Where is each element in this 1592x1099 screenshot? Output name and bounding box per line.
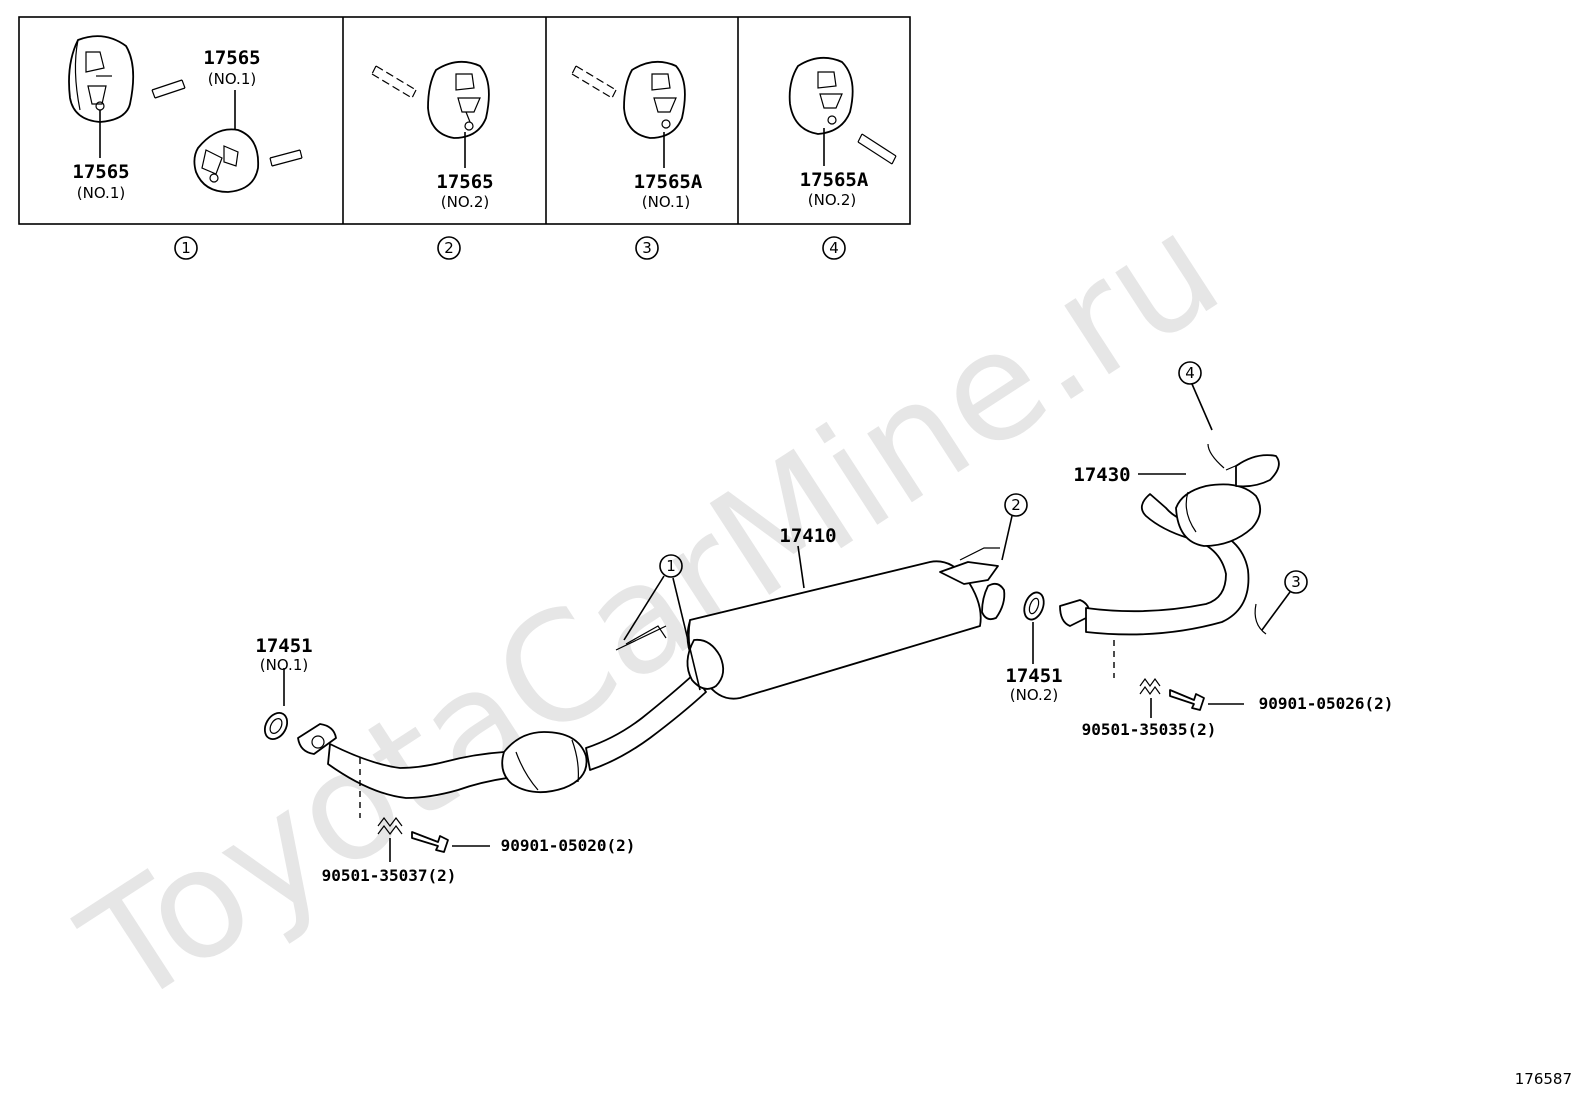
front-pipe-catalytic-converter	[297, 673, 707, 799]
part-number-17565-b: 17565	[203, 47, 260, 69]
rear-spring-icon	[1139, 677, 1161, 696]
rear-bolt-icon	[1169, 689, 1205, 711]
part-number-17565-no2: 17565	[436, 171, 493, 193]
front-spring-icon	[377, 817, 403, 835]
panel-index-2: 2	[444, 239, 454, 257]
part-sub-a-no2: (NO.2)	[808, 191, 856, 209]
label-spring-front: 90501-35037(2)	[322, 866, 457, 885]
rubber-hanger-icon	[193, 128, 260, 193]
legend-panel-4: 17565A (NO.2) 4	[788, 56, 897, 260]
front-bolt-icon	[411, 831, 449, 853]
rubber-hanger-icon	[427, 60, 490, 139]
rubber-hanger-icon	[623, 60, 686, 139]
label-bolt-front: 90901-05020(2)	[501, 836, 636, 855]
callout-2: 2	[1011, 496, 1021, 514]
label-bolt-rear: 90901-05026(2)	[1259, 694, 1394, 713]
callout-4: 4	[1185, 364, 1195, 382]
part-sub-no2: (NO.2)	[441, 193, 489, 211]
panel-index-1: 1	[181, 239, 191, 257]
legend-panel-2: 17565 (NO.2) 2	[371, 60, 494, 260]
panel-index-4: 4	[829, 239, 839, 257]
part-number-17565a-no1: 17565A	[634, 171, 703, 193]
rubber-hanger-icon	[788, 56, 854, 135]
part-sub-a: (NO.1)	[77, 184, 125, 202]
part-number-17565-a: 17565	[72, 161, 129, 183]
legend-panel-1: 17565 (NO.1) 17565 (NO.1) 1	[68, 35, 303, 260]
callout-3: 3	[1291, 573, 1301, 591]
part-number-17565a-no2: 17565A	[800, 169, 869, 191]
diagram-id: 176587	[1515, 1070, 1572, 1088]
label-gasket-rear-sub: (NO.2)	[1010, 686, 1058, 704]
part-sub-a-no1: (NO.1)	[642, 193, 690, 211]
tail-pipe	[1059, 443, 1280, 636]
label-gasket-front: 17451	[255, 635, 312, 657]
rubber-hanger-icon	[68, 35, 135, 123]
exhaust-assembly: 17451 (NO.1) 17410 1	[255, 361, 1394, 885]
label-spring-rear: 90501-35035(2)	[1082, 720, 1217, 739]
legend-table: 17565 (NO.1) 17565 (NO.1) 1	[18, 16, 911, 260]
part-sub-b: (NO.1)	[208, 70, 256, 88]
panel-index-3: 3	[642, 239, 652, 257]
label-gasket-rear: 17451	[1005, 665, 1062, 687]
rear-gasket-icon	[1023, 591, 1045, 621]
label-main-muffler: 17410	[779, 525, 836, 547]
label-gasket-front-sub: (NO.1)	[260, 656, 308, 674]
front-gasket-icon	[263, 711, 289, 741]
label-tail-pipe: 17430	[1073, 464, 1130, 486]
callout-1: 1	[666, 557, 676, 575]
legend-panel-3: 17565A (NO.1) 3	[571, 60, 703, 260]
